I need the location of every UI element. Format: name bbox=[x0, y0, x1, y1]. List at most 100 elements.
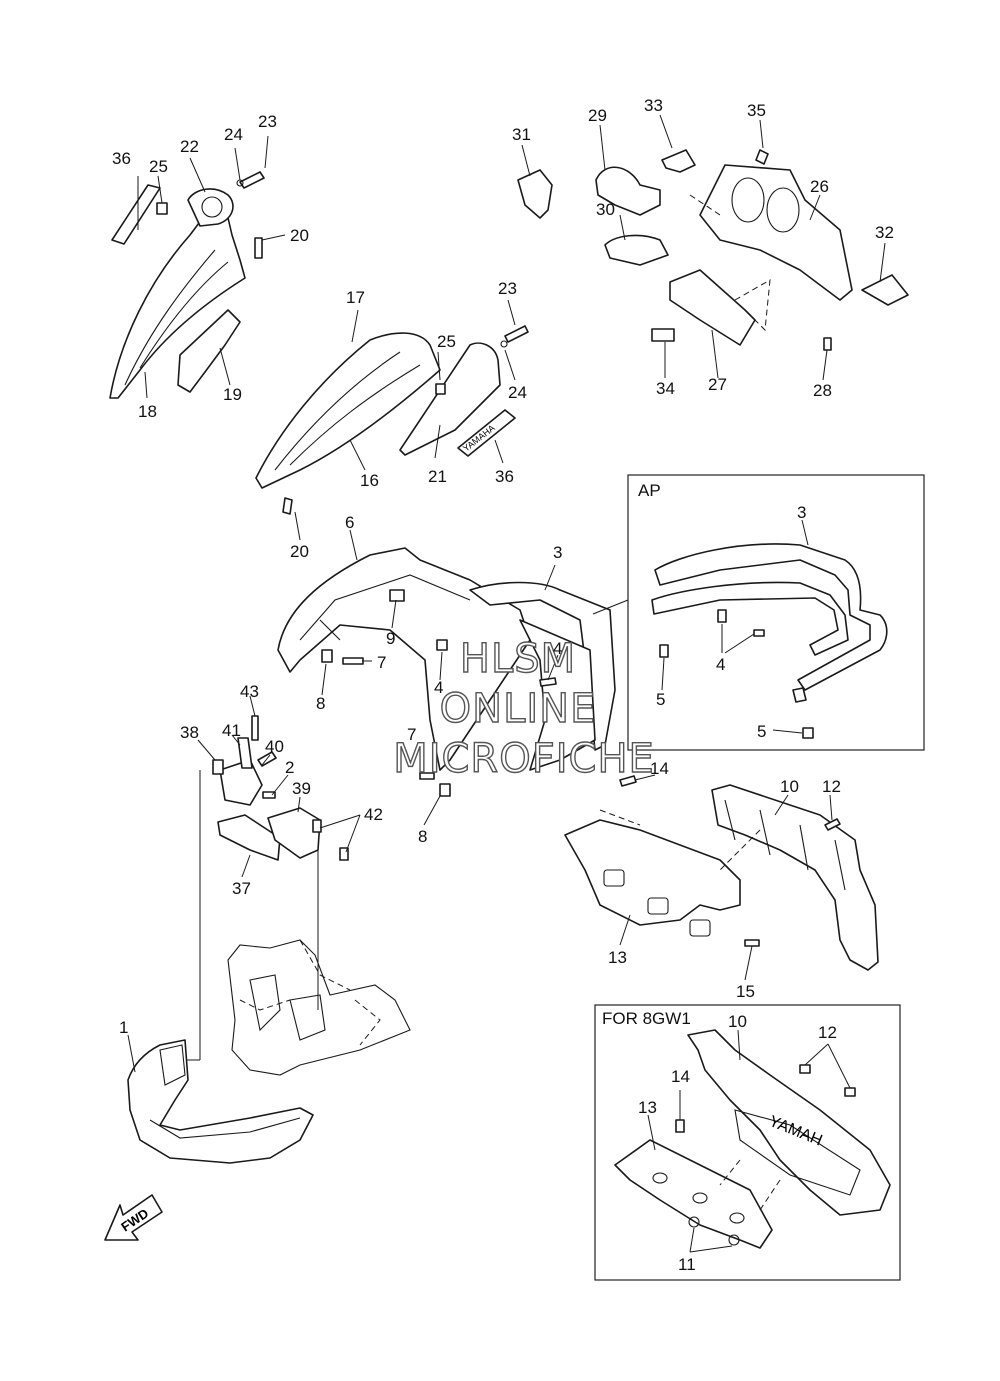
watermark: HLSM ONLINE MICROFICHE bbox=[392, 635, 655, 782]
ap-bumper-3 bbox=[654, 543, 888, 691]
dash-housing-26 bbox=[699, 164, 853, 301]
screw-43 bbox=[251, 715, 259, 741]
ap-inset-title: AP bbox=[638, 481, 661, 500]
plate-34 bbox=[651, 328, 675, 342]
watermark-line-1: HLSM bbox=[460, 636, 576, 682]
callout-22: 22 bbox=[180, 137, 199, 156]
callout-35: 35 bbox=[747, 101, 766, 120]
for-8gw1-inset-title: FOR 8GW1 bbox=[602, 1009, 691, 1028]
ap-bolt-5b bbox=[802, 727, 814, 739]
bolt-23-center bbox=[504, 325, 529, 343]
callout-10: 10 bbox=[780, 777, 799, 796]
callout-34: 34 bbox=[656, 379, 675, 398]
ap-inset-frame bbox=[627, 474, 925, 751]
callout-5-ap-left: 5 bbox=[656, 690, 665, 709]
callout-10-inset: 10 bbox=[728, 1012, 747, 1031]
callout-27: 27 bbox=[708, 375, 727, 394]
callout-20-lower: 20 bbox=[290, 542, 309, 561]
callout-25: 25 bbox=[149, 157, 168, 176]
clip-41 bbox=[237, 737, 253, 769]
left-side-cover-assembly bbox=[109, 135, 286, 399]
for-8gw1-inset-frame bbox=[594, 1004, 901, 1281]
bolt-23-left bbox=[239, 171, 265, 189]
callout-labels: 36 25 22 24 23 20 18 19 17 25 23 24 16 2… bbox=[112, 96, 894, 1274]
inset-rivet-14 bbox=[675, 1119, 685, 1133]
nut-8-upper bbox=[321, 649, 333, 663]
bolt-7-lower bbox=[419, 772, 435, 780]
inset-bracket-13 bbox=[614, 1139, 773, 1249]
bolt-7-upper bbox=[342, 657, 364, 665]
plate-31 bbox=[517, 169, 553, 219]
callout-2: 2 bbox=[285, 758, 294, 777]
screw-35 bbox=[755, 149, 769, 165]
decal-36-left bbox=[111, 184, 161, 245]
inset-rivet-12b bbox=[844, 1087, 856, 1097]
dash-cover-27 bbox=[669, 269, 756, 346]
bumper-3-lower bbox=[519, 619, 596, 771]
watermark-line-3: MICROFICHE bbox=[393, 736, 655, 782]
callout-23-center: 23 bbox=[498, 279, 517, 298]
callout-11-inset: 11 bbox=[678, 1255, 696, 1274]
callout-39: 39 bbox=[292, 779, 311, 798]
callout-13-inset: 13 bbox=[638, 1098, 657, 1117]
callout-13: 13 bbox=[608, 948, 627, 967]
callout-16: 16 bbox=[360, 471, 379, 490]
callout-38: 38 bbox=[180, 723, 199, 742]
rivet-12 bbox=[824, 818, 841, 831]
bolt-4-center bbox=[436, 639, 448, 651]
front-chassis bbox=[227, 939, 411, 1076]
callout-4-center: 4 bbox=[434, 678, 443, 697]
flap-bracket-13 bbox=[564, 819, 741, 926]
bracket-30 bbox=[604, 234, 669, 266]
nut-8-lower bbox=[439, 783, 451, 797]
callout-32: 32 bbox=[875, 223, 894, 242]
bolt-4-right bbox=[539, 677, 557, 687]
rivet-14 bbox=[619, 775, 637, 787]
bracket-29 bbox=[595, 166, 661, 216]
bolt-20-lower bbox=[282, 497, 293, 515]
callout-25-center: 25 bbox=[437, 332, 456, 351]
rivet-15 bbox=[744, 939, 760, 947]
frame-6 bbox=[277, 547, 531, 771]
hood-17 bbox=[255, 332, 441, 489]
dash-assembly bbox=[517, 114, 909, 381]
bracket-37-upper bbox=[219, 759, 263, 806]
inset-rivet-12a bbox=[799, 1064, 811, 1074]
rear-flap-assembly bbox=[564, 774, 879, 981]
callout-30: 30 bbox=[596, 200, 615, 219]
plate-33 bbox=[661, 149, 696, 173]
callout-18: 18 bbox=[138, 402, 157, 421]
callout-37: 37 bbox=[232, 879, 251, 898]
bolt-42a bbox=[312, 819, 322, 833]
callout-4-ap: 4 bbox=[716, 655, 725, 674]
callout-9: 9 bbox=[386, 629, 395, 648]
mount-brackets bbox=[185, 695, 361, 1061]
callout-7-lower: 7 bbox=[407, 725, 416, 744]
callout-15: 15 bbox=[736, 982, 755, 1001]
callout-31: 31 bbox=[512, 125, 531, 144]
for-8gw1-inset: FOR 8GW1 YAMAH bbox=[594, 1004, 901, 1281]
callout-24: 24 bbox=[224, 125, 243, 144]
callout-33: 33 bbox=[644, 96, 663, 115]
ap-bolt-4b bbox=[753, 629, 765, 637]
ap-inset: AP bbox=[627, 474, 925, 751]
bolt-2 bbox=[262, 791, 276, 799]
screw-28 bbox=[823, 337, 832, 351]
callout-29: 29 bbox=[588, 106, 607, 125]
cover-piece-22 bbox=[187, 188, 234, 227]
callout-5-ap-right: 5 bbox=[757, 722, 766, 741]
callout-20: 20 bbox=[290, 226, 309, 245]
callout-4-right: 4 bbox=[553, 639, 562, 658]
spacer-9 bbox=[389, 589, 405, 602]
callout-41: 41 bbox=[222, 721, 241, 740]
nut-25-left bbox=[156, 202, 168, 215]
callout-6: 6 bbox=[345, 513, 354, 532]
callout-24-center: 24 bbox=[508, 383, 527, 402]
callout-21: 21 bbox=[428, 467, 447, 486]
callout-1: 1 bbox=[119, 1018, 128, 1037]
callout-40: 40 bbox=[265, 737, 284, 756]
callout-26: 26 bbox=[810, 177, 829, 196]
fender-21 bbox=[399, 342, 501, 456]
clip-32 bbox=[861, 274, 909, 306]
